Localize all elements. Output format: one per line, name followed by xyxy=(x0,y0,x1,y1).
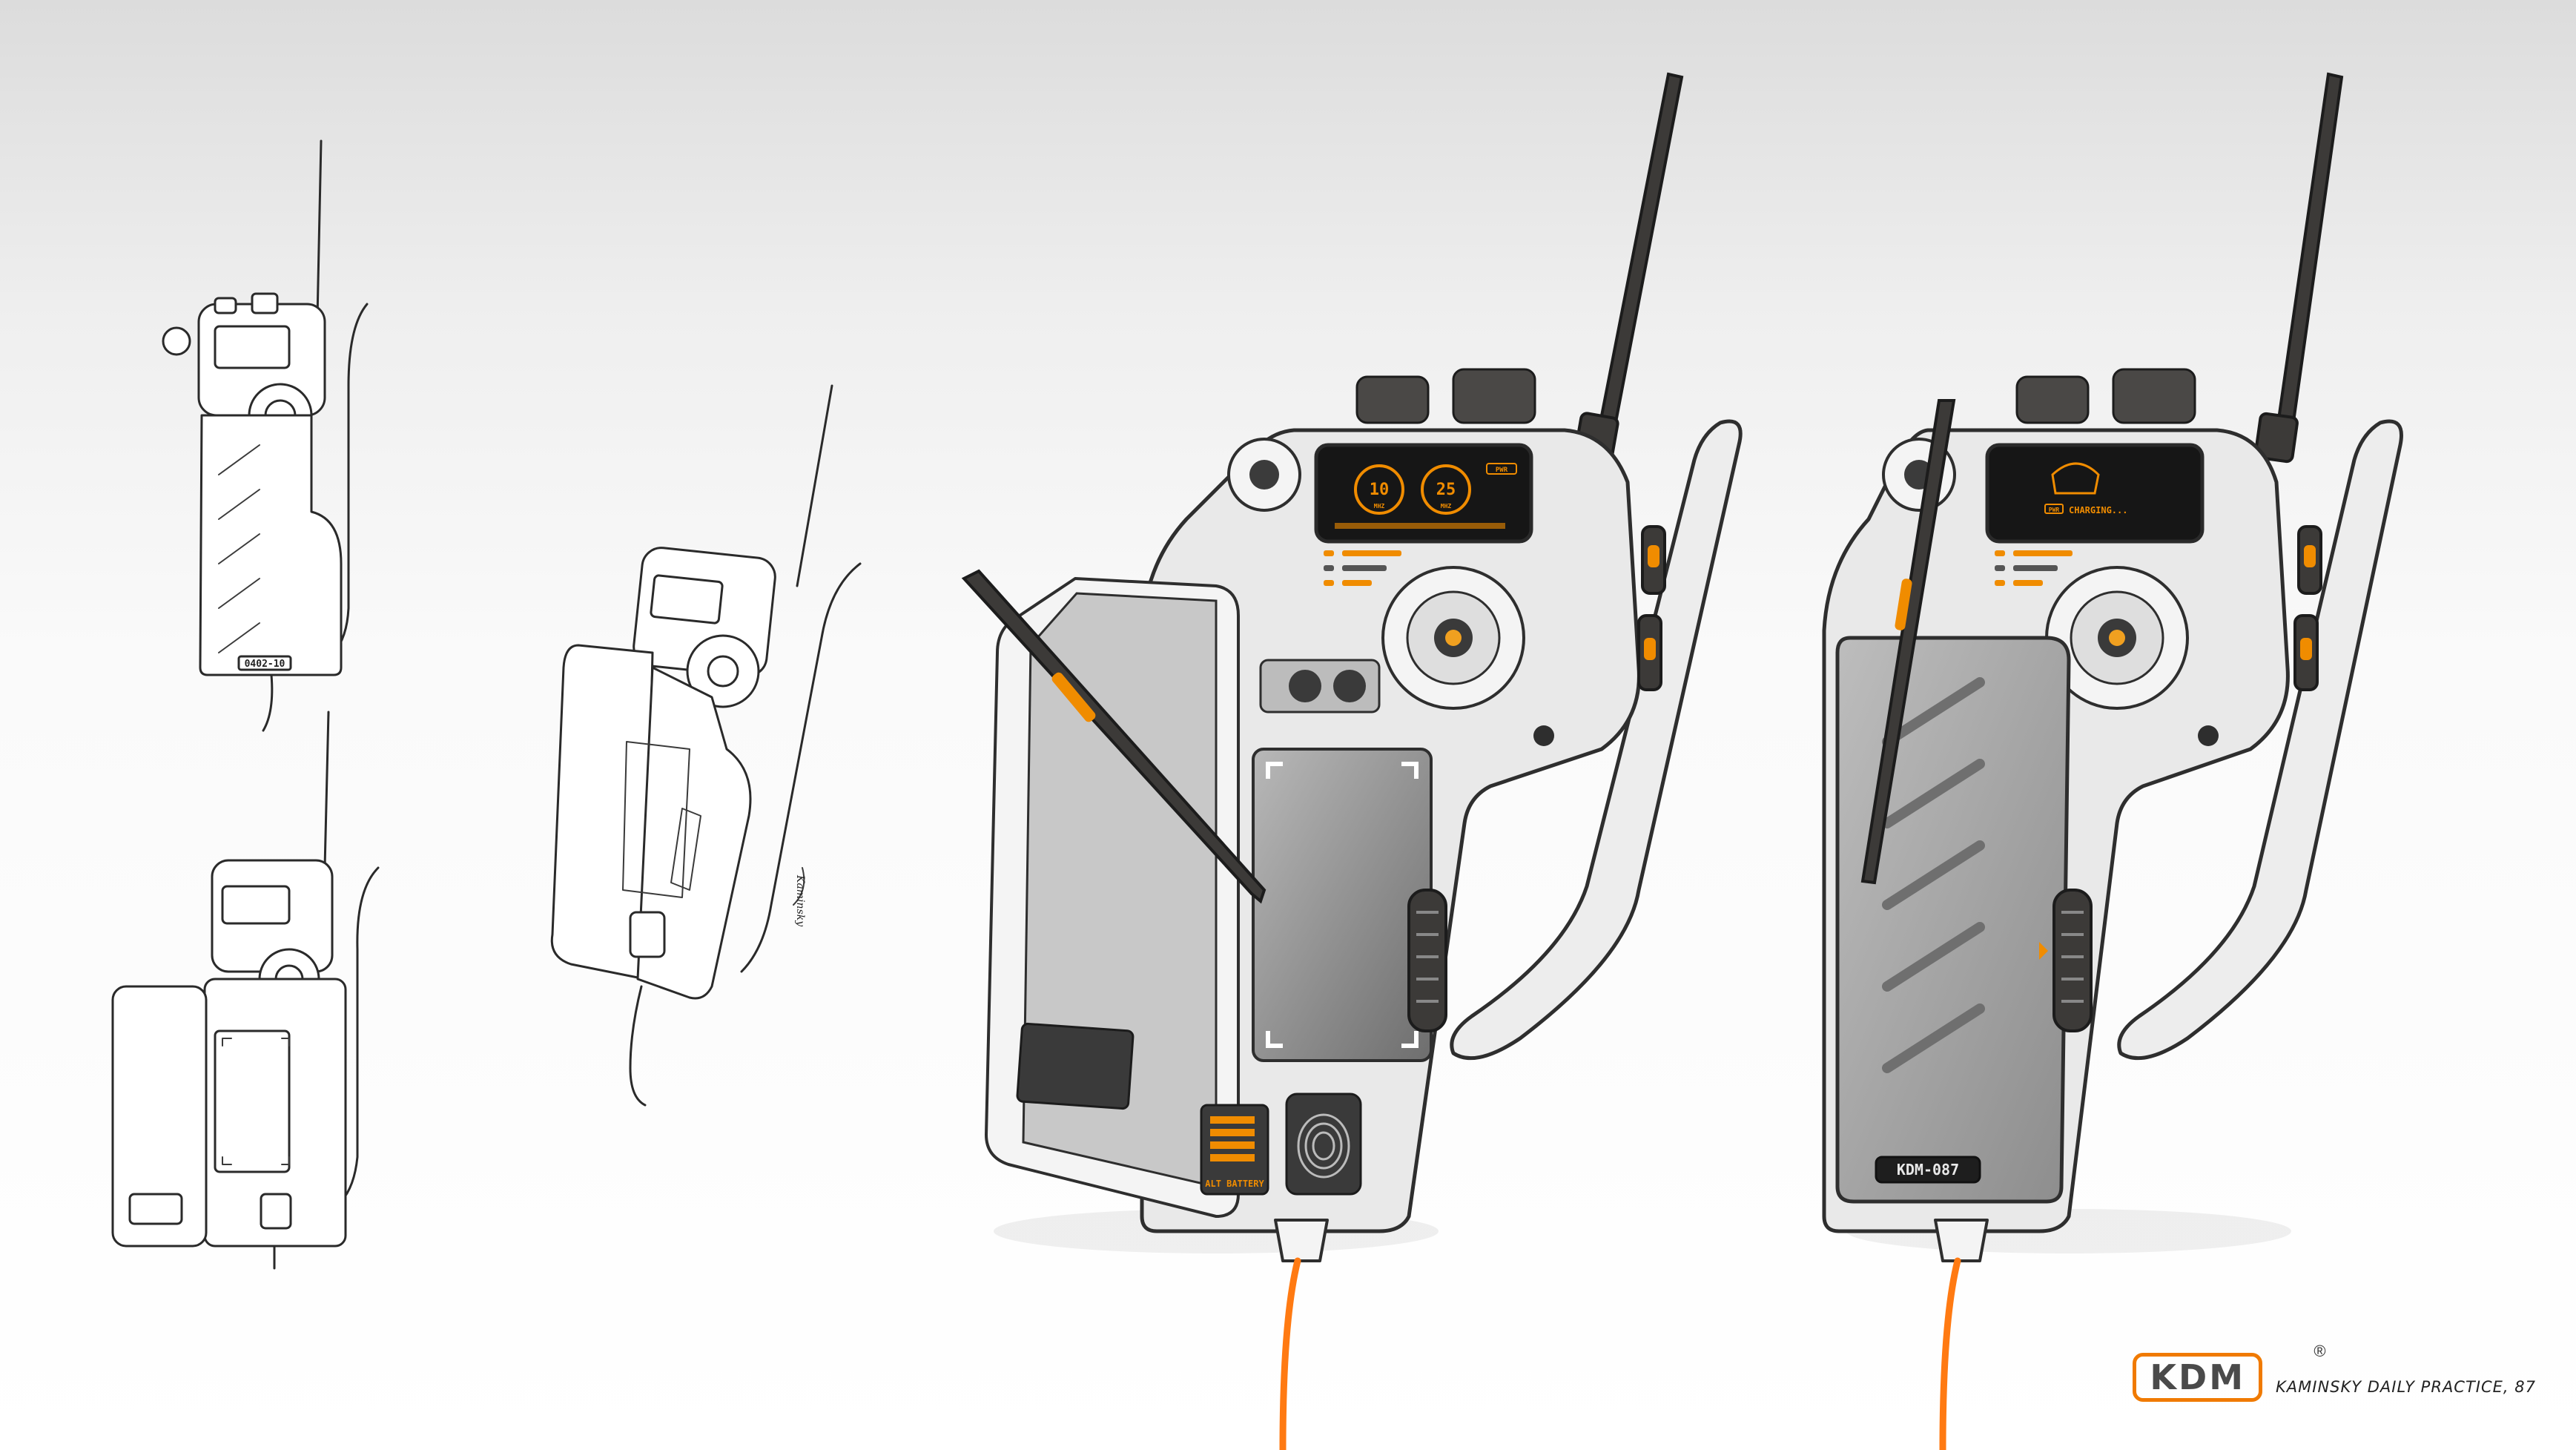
gauge-left-unit: MHZ xyxy=(1374,503,1385,510)
radio-device-closed: PWR CHARGING... KDM-087 xyxy=(1822,72,2403,1450)
cover-sketch-2 xyxy=(550,644,654,981)
antenna xyxy=(2274,72,2344,440)
antenna xyxy=(1596,72,1684,440)
sketch-radio-front: 0402-10 xyxy=(162,139,369,732)
alt-battery-slot[interactable] xyxy=(1200,1104,1269,1196)
name-plate-text: KDM-087 xyxy=(1897,1161,1959,1179)
cover-sketch xyxy=(111,985,208,1248)
knob-right[interactable] xyxy=(2112,368,2196,424)
registered-mark: ® xyxy=(2314,1342,2326,1360)
battery-cover[interactable] xyxy=(1835,636,2071,1204)
side-grip xyxy=(2052,889,2093,1032)
gauge-left-value: 10 xyxy=(1370,481,1390,499)
brand-signature: KDM ® KAMINSKY DAILY PRACTICE, 87 xyxy=(2133,1342,2536,1403)
rear-handle xyxy=(1450,419,1743,1061)
screen-badge: PWR xyxy=(2049,507,2060,513)
fingerprint-reader[interactable] xyxy=(1285,1093,1362,1196)
knob-left[interactable] xyxy=(1355,375,1430,424)
brand-caption: KAMINSKY DAILY PRACTICE, 87 xyxy=(2276,1378,2536,1396)
stylus[interactable] xyxy=(961,569,1266,904)
rear-handle xyxy=(2117,419,2403,1061)
cable-sketch xyxy=(262,673,274,732)
gauge-right-value: 25 xyxy=(1436,481,1456,499)
sketch-radio-perspective: Kaminsky xyxy=(550,384,862,1107)
plate-sketch-1-text: 0402-10 xyxy=(245,659,285,670)
brand-logo-text: KDM xyxy=(2150,1357,2245,1397)
radio-device-open: 10 25 MHZ MHZ PWR xyxy=(961,72,1743,1450)
gauge-right xyxy=(1421,464,1471,515)
antenna-sketch xyxy=(316,139,323,320)
orange-cable xyxy=(1939,1257,1961,1450)
name-plate xyxy=(1875,1156,1981,1184)
side-grip xyxy=(1407,889,1447,1032)
gauge-right-unit: MHZ xyxy=(1441,503,1452,510)
gauge-left xyxy=(1354,464,1404,515)
body-sketch xyxy=(199,414,343,676)
screen-status: CHARGING... xyxy=(2069,505,2127,515)
plate-sketch-1 xyxy=(237,655,292,671)
screen-sketch xyxy=(214,325,291,369)
touch-glass-panel[interactable] xyxy=(1252,748,1433,1062)
orange-cable xyxy=(1279,1257,1301,1450)
brand-logo: KDM xyxy=(2133,1353,2262,1402)
sketch-radio-open-front xyxy=(111,711,380,1270)
sketch-signature: Kaminsky xyxy=(794,874,806,927)
knob-left[interactable] xyxy=(2015,375,2090,424)
alt-battery-label: ALT BATTERY xyxy=(1205,1179,1264,1189)
knob-right[interactable] xyxy=(1452,368,1536,424)
charging-icon xyxy=(2051,462,2100,495)
cover-label-plate xyxy=(1016,1022,1135,1110)
screen-badge: PWR xyxy=(1496,467,1508,474)
docked-stylus[interactable] xyxy=(1860,399,1956,885)
